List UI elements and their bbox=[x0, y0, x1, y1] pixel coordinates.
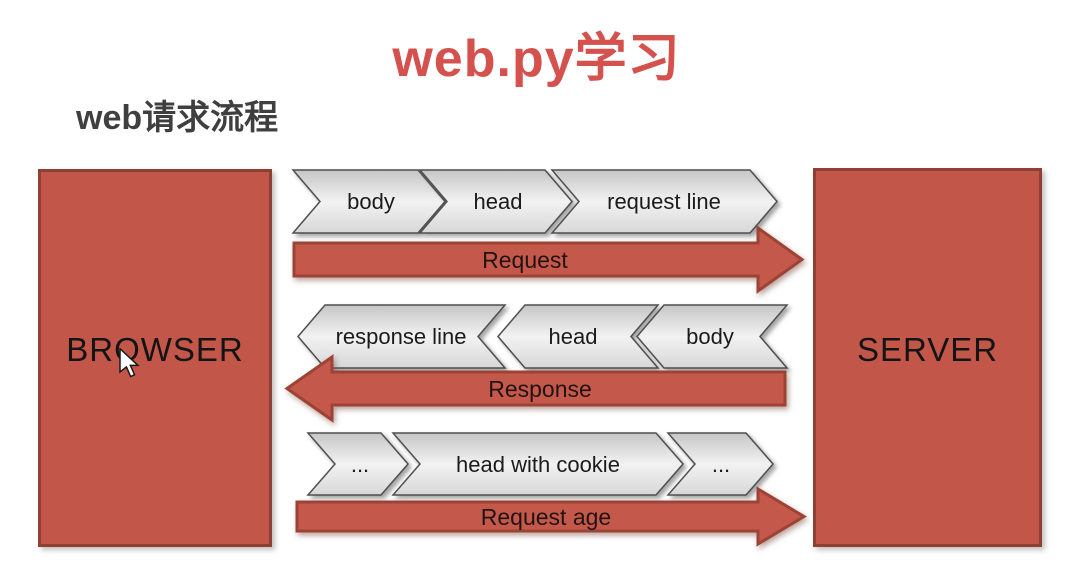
server-label: SERVER bbox=[856, 330, 999, 368]
request-age-arrow-label: Request age bbox=[481, 504, 611, 530]
request-body-chevron bbox=[291, 169, 446, 234]
response-line-label: response line bbox=[336, 324, 467, 349]
cookie-ellipsis-left-chevron bbox=[306, 432, 409, 496]
browser-box: BROWSER bbox=[38, 169, 272, 547]
request-arrow-label: Request bbox=[482, 247, 568, 273]
request-line-label: request line bbox=[607, 189, 721, 214]
flow-diagram: body head request line Request response … bbox=[284, 169, 807, 547]
response-head-label: head bbox=[549, 324, 598, 349]
request-head-label: head bbox=[474, 189, 523, 214]
cookie-ellipsis-right-label: ... bbox=[712, 452, 730, 477]
response-arrow bbox=[284, 354, 787, 423]
server-box: SERVER bbox=[813, 168, 1042, 547]
request-arrow bbox=[292, 225, 805, 294]
request-head-chevron bbox=[418, 169, 573, 234]
response-body-chevron bbox=[636, 304, 789, 369]
head-with-cookie-chevron bbox=[391, 432, 684, 496]
request-line-chevron bbox=[550, 169, 778, 234]
page-subtitle: web请求流程 bbox=[76, 99, 279, 137]
cookie-ellipsis-left-label: ... bbox=[351, 452, 369, 477]
request-body-label: body bbox=[347, 189, 395, 214]
mouse-cursor-icon bbox=[119, 348, 140, 378]
page-title: web.py学习 bbox=[392, 30, 681, 88]
response-arrow-label: Response bbox=[488, 376, 592, 402]
response-head-chevron bbox=[497, 304, 660, 369]
head-with-cookie-label: head with cookie bbox=[456, 452, 620, 477]
request-age-arrow bbox=[295, 486, 807, 547]
response-body-label: body bbox=[686, 324, 734, 349]
browser-label: BROWSER bbox=[66, 331, 244, 368]
response-line-chevron bbox=[297, 304, 507, 369]
cookie-ellipsis-right-chevron bbox=[666, 432, 774, 496]
